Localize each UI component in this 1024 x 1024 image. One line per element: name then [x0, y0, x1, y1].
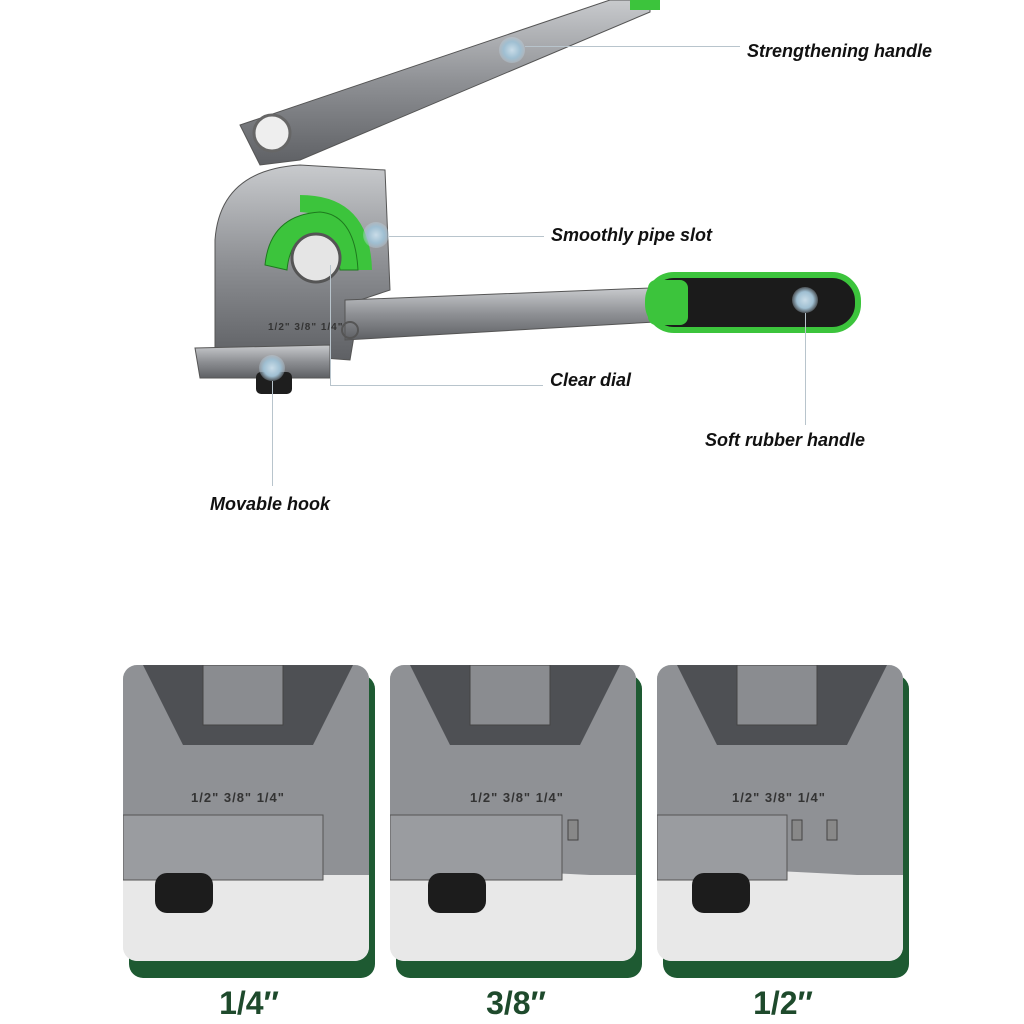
dial-scale-text: 1/2" 3/8" 1/4" [732, 790, 826, 805]
caption-three-eighths: 3/8″ [486, 985, 546, 1021]
hook-position-panel-half: 1/2" 3/8" 1/4" [657, 665, 909, 978]
dial-scale-text: 1/2" 3/8" 1/4" [191, 790, 285, 805]
caption-quarter: 1/4″ [219, 985, 279, 1021]
marker-dot [363, 222, 389, 248]
label-rubber-handle: Soft rubber handle [705, 430, 866, 450]
pivot-bolt [252, 113, 292, 153]
marker-dot [499, 37, 525, 63]
leader-line [272, 381, 273, 486]
hook-position-panel-quarter: 1/2" 3/8" 1/4" [123, 665, 375, 978]
hook-closeup [123, 665, 369, 961]
label-pipe-slot: Smoothly pipe slot [551, 225, 713, 245]
marker-dot [792, 287, 818, 313]
pipe-slot [290, 232, 342, 284]
label-clear-dial: Clear dial [550, 370, 632, 390]
hook-position-panel-three-eighths: 1/2" 3/8" 1/4" [390, 665, 642, 978]
label-movable-hook: Movable hook [210, 494, 331, 514]
leader-line [389, 236, 544, 237]
hook-closeup [390, 665, 636, 961]
marker-dot [259, 355, 285, 381]
leader-line [330, 265, 331, 385]
leader-line [525, 46, 740, 47]
leader-line [330, 385, 543, 386]
hook-closeup [657, 665, 903, 961]
dial-scale-text: 1/2" 3/8" 1/4" [470, 790, 564, 805]
dial-scale-text: 1/2" 3/8" 1/4" [268, 322, 344, 333]
caption-half: 1/2″ [753, 985, 813, 1021]
pipe-bender-illustration [194, 0, 861, 394]
label-strengthening-handle: Strengthening handle [747, 41, 933, 61]
strengthening-handle [239, 0, 651, 166]
leader-line [805, 313, 806, 425]
lower-handle [344, 287, 656, 341]
